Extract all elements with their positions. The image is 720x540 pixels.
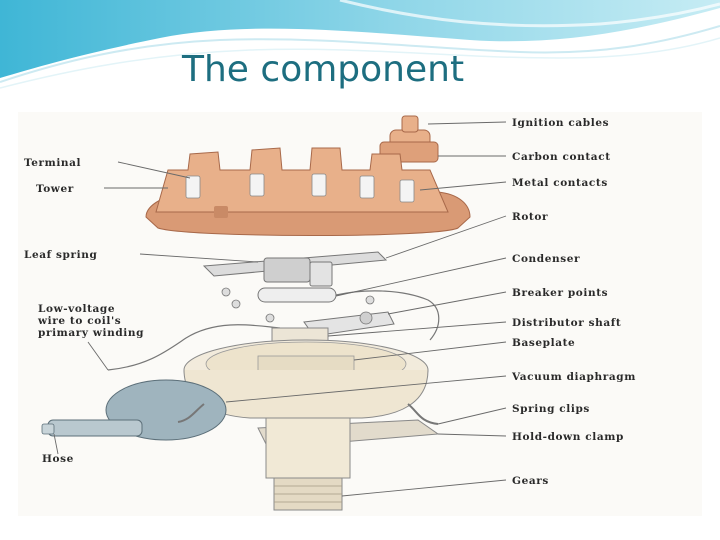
label-spring-clips: Spring clips: [512, 403, 590, 415]
screw: [265, 313, 275, 323]
label-low-voltage-line-1: Low-voltage: [38, 303, 115, 315]
rotor-boss: [309, 261, 333, 287]
leader-terminal: [117, 161, 191, 179]
distributor-cap: [145, 147, 471, 236]
cap-body: [155, 147, 449, 213]
label-breaker-points: Breaker points: [512, 287, 608, 299]
leader-hose: [53, 433, 59, 455]
housing-shank: [265, 417, 351, 479]
label-rotor: Rotor: [512, 211, 548, 223]
cap-tower-insert: [249, 173, 265, 197]
header-wave: [0, 0, 720, 89]
leader-ignition-cables: [427, 121, 507, 125]
label-low-voltage-line-2: wire to coil's: [37, 315, 121, 327]
leader-distributor-shaft: [327, 321, 507, 337]
slide-title: The component: [182, 49, 465, 90]
gear-teeth: [274, 485, 342, 503]
leader-metal-contacts: [419, 181, 507, 191]
screw: [365, 295, 375, 305]
label-hold-down-clamp: Hold-down clamp: [512, 431, 624, 443]
leader-rotor: [385, 215, 507, 259]
diaphragm-nipple: [47, 419, 143, 437]
small-screws: [221, 287, 375, 323]
condenser-lead: [335, 290, 440, 341]
condenser: [257, 287, 440, 341]
label-metal-contacts: Metal contacts: [512, 177, 608, 189]
cap-tower-insert: [185, 175, 201, 199]
label-terminal: Terminal: [24, 157, 81, 169]
leader-baseplate: [353, 341, 507, 361]
rotor: [202, 251, 388, 287]
spring-clip: [407, 403, 439, 425]
condenser-body: [257, 287, 337, 303]
screw: [231, 299, 241, 309]
label-baseplate: Baseplate: [512, 337, 575, 349]
cap-tower-insert: [311, 173, 327, 197]
leader-leaf-spring: [139, 253, 259, 263]
label-vacuum-diaphragm: Vacuum diaphragm: [511, 371, 636, 383]
leader-low-voltage-wire: [87, 341, 109, 371]
label-condenser: Condenser: [512, 253, 580, 265]
screw: [221, 287, 231, 297]
label-leaf-spring: Leaf spring: [24, 249, 97, 261]
label-hose: Hose: [42, 453, 74, 465]
leader-vacuum-diaphragm: [225, 375, 507, 403]
vacuum-diaphragm: [41, 379, 227, 441]
diagram-canvas: Ignition cables Carbon contact Metal con…: [24, 115, 636, 511]
shank-and-gears: [265, 417, 351, 511]
cap-notch: [214, 206, 228, 218]
label-low-voltage-line-3: primary winding: [38, 327, 144, 339]
rotor-hub: [263, 257, 311, 283]
leader-breaker-points: [387, 291, 507, 315]
label-ignition-cables: Ignition cables: [512, 117, 609, 129]
label-tower: Tower: [36, 183, 74, 195]
breaker-pivot: [359, 311, 373, 325]
cap-tower-insert: [359, 175, 375, 199]
label-distributor-shaft: Distributor shaft: [512, 317, 621, 329]
label-carbon-contact: Carbon contact: [512, 151, 611, 163]
leader-gears: [341, 479, 507, 497]
housing-and-baseplate: [183, 339, 429, 419]
leader-spring-clips: [437, 407, 507, 425]
spring-clip: [177, 403, 205, 423]
leader-hold-down-clamp: [437, 433, 507, 437]
hose-fitting: [41, 423, 55, 435]
cap-tower-insert: [399, 179, 415, 203]
cable-stub: [401, 115, 419, 133]
spring-clips: [177, 403, 439, 425]
low-voltage-wire: [107, 324, 281, 371]
label-gears: Gears: [512, 475, 549, 487]
leader-condenser: [335, 257, 507, 297]
distributor-exploded-diagram: Ignition cables Carbon contact Metal con…: [18, 112, 702, 516]
